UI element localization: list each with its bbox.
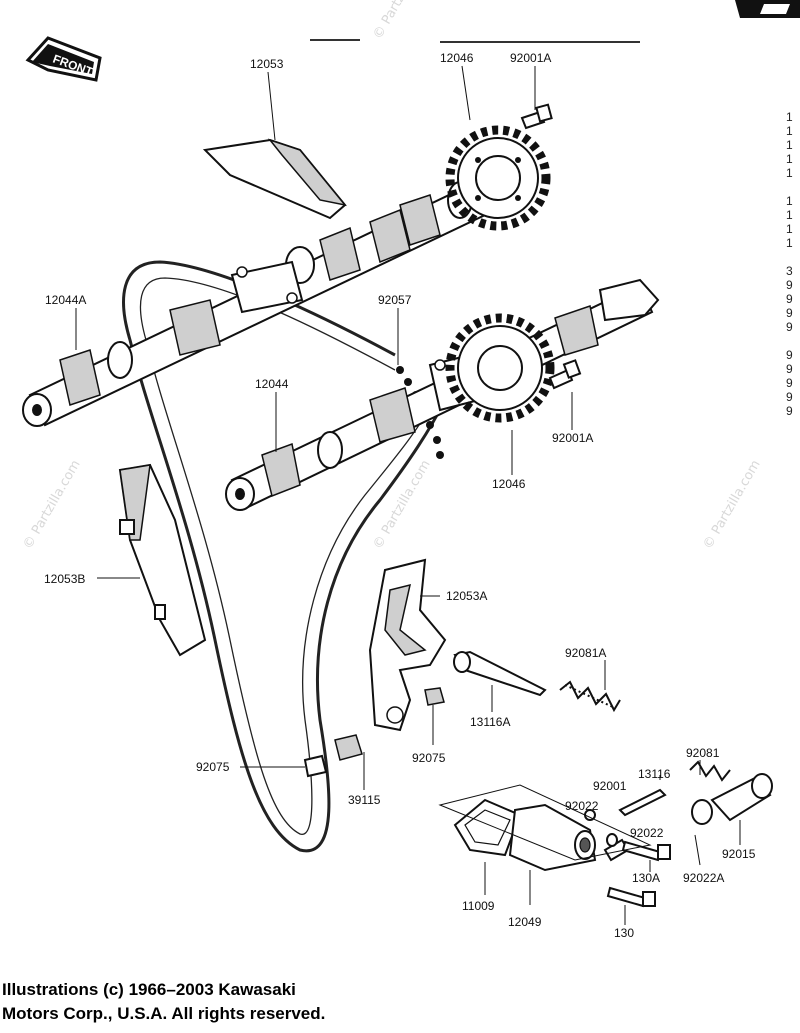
callout-13116A: 13116A (470, 715, 510, 729)
right-edge-fragment: 9 (786, 320, 793, 334)
callout-92022A: 92022A (683, 871, 724, 885)
callout-11009: 11009 (462, 899, 495, 913)
right-edge-fragment: 1 (786, 124, 793, 138)
bolt-130 (606, 886, 656, 908)
callout-130: 130 (614, 926, 634, 940)
callout-12044: 12044 (255, 377, 289, 391)
sprocket-12046-top (445, 125, 551, 231)
watermark-4: © Partzilla.com (370, 0, 433, 42)
callout-92022-a: 92022 (565, 799, 599, 813)
callout-92001A-mid: 92001A (552, 431, 593, 445)
watermark-1: © Partzilla.com (20, 458, 83, 552)
leader-lines (75, 65, 741, 925)
callout-92081A: 92081A (565, 646, 606, 660)
watermark-3: © Partzilla.com (700, 458, 763, 552)
callout-12046-mid: 12046 (492, 477, 526, 491)
callout-12053: 12053 (250, 57, 284, 71)
bolt-130A (621, 840, 671, 862)
chain-guide-12053B (118, 463, 207, 657)
right-edge-fragment: 9 (786, 278, 793, 292)
washer-92022A (691, 799, 713, 825)
camshaft-chain-diagram: © Partzilla.com © Partzilla.com © Partzi… (20, 0, 800, 940)
callout-12044A: 12044A (45, 293, 86, 307)
bolt-92001A-top (520, 103, 553, 130)
right-edge-fragment: 9 (786, 390, 793, 404)
right-edge-fragment: 9 (786, 292, 793, 306)
right-edge-fragment: 3 (786, 264, 793, 278)
callout-130A: 130A (632, 871, 660, 885)
camshaft-12044A (22, 181, 487, 427)
part-callouts: 12053 12046 92001A 12044A 92057 12044 92… (44, 51, 756, 940)
copyright-line-2: Motors Corp., U.S.A. All rights reserved… (2, 1004, 326, 1023)
bolt-92001A-mid (548, 359, 582, 390)
gasket-11009 (453, 798, 522, 857)
callout-92015: 92015 (722, 847, 756, 861)
right-edge-fragment: 1 (786, 194, 793, 208)
right-edge-fragment (786, 250, 800, 264)
camshaft-12044 (225, 278, 660, 511)
right-edge-fragment: 1 (786, 110, 793, 124)
callout-92022-b: 92022 (630, 826, 664, 840)
right-edge-fragment: 9 (786, 348, 793, 362)
header-fragment (310, 0, 800, 43)
damper-39115 (334, 734, 363, 761)
callout-92001A-top: 92001A (510, 51, 551, 65)
callout-39115: 39115 (348, 793, 381, 807)
right-edge-fragment: 9 (786, 404, 793, 418)
chain-guide-12053A (368, 558, 447, 732)
callout-92075-right: 92075 (412, 751, 446, 765)
callout-92075-left: 92075 (196, 760, 230, 774)
right-edge-fragment (786, 334, 800, 348)
chain-guide-12053 (202, 138, 347, 220)
right-edge-fragment: 9 (786, 376, 793, 390)
cap-92015 (710, 773, 773, 822)
right-edge-fragment: 1 (786, 222, 793, 236)
callout-92001: 92001 (593, 779, 627, 793)
right-edge-fragment: 9 (786, 306, 793, 320)
callout-92081: 92081 (686, 746, 720, 760)
spring-92081A (559, 680, 621, 713)
right-edge-fragment (786, 180, 800, 194)
washer-92022-b (606, 833, 618, 847)
copyright-notice: Illustrations (c) 1966–2003 Kawasaki Mot… (2, 978, 422, 1026)
pushrod-13116 (618, 788, 667, 817)
front-direction-badge: FRONT (25, 36, 102, 82)
callout-12049: 12049 (508, 915, 542, 929)
copyright-line-1: Illustrations (c) 1966–2003 Kawasaki (2, 980, 296, 999)
callout-12053B: 12053B (44, 572, 85, 586)
right-edge-fragment: 9 (786, 362, 793, 376)
callout-12053A: 12053A (446, 589, 487, 603)
damper-92075-right (424, 687, 445, 706)
right-edge-fragment: 1 (786, 236, 793, 250)
sprocket-12046-mid (445, 313, 555, 423)
right-edge-fragment: 1 (786, 208, 793, 222)
right-edge-fragment: 1 (786, 166, 793, 180)
tensioner-body-12049 (508, 803, 597, 872)
pushrod-13116A (453, 650, 547, 697)
spring-92081 (689, 760, 731, 782)
callout-92057: 92057 (378, 293, 412, 307)
callout-12046-top: 12046 (440, 51, 474, 65)
right-edge-fragment: 1 (786, 138, 793, 152)
right-edge-fragment: 1 (786, 152, 793, 166)
damper-92075-left (303, 754, 328, 778)
callout-13116: 13116 (638, 767, 671, 781)
